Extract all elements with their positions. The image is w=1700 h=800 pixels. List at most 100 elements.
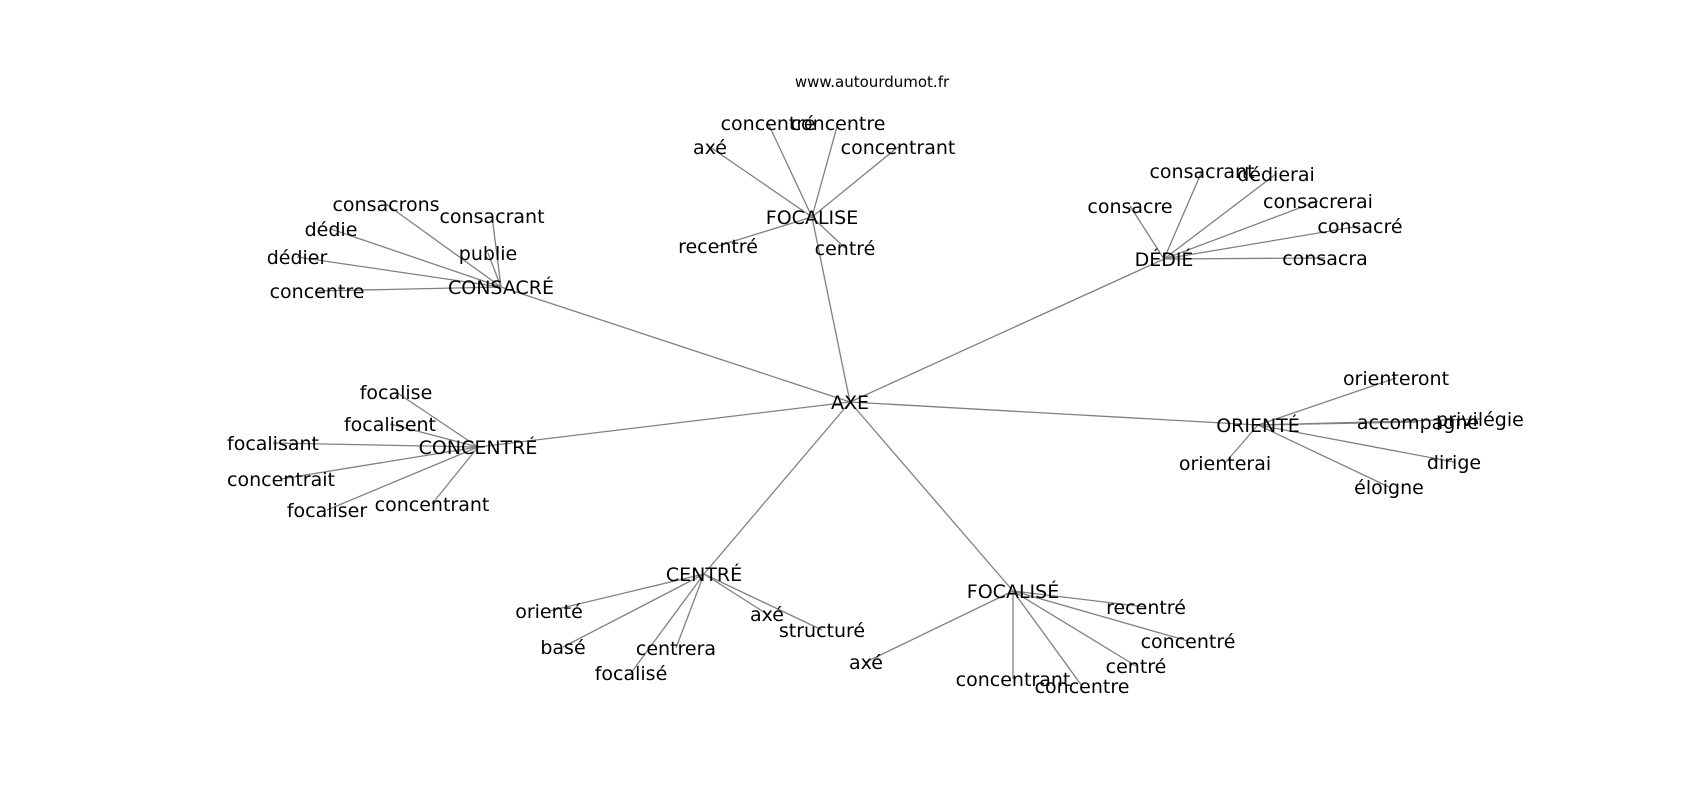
- leaf-node[interactable]: dédie: [305, 219, 358, 241]
- edge-focalise2-0: [1012, 590, 1147, 608]
- edge-center-focalise2: [849, 401, 1014, 592]
- edge-concentre-0: [395, 391, 479, 448]
- hub-node-dedie[interactable]: DÉDIÉ: [1135, 248, 1194, 271]
- leaf-node[interactable]: consacrons: [332, 194, 439, 216]
- leaf-node[interactable]: dédierai: [1237, 164, 1315, 186]
- edge-center-consacre: [500, 286, 851, 403]
- leaf-node[interactable]: centrera: [636, 638, 716, 660]
- leaf-node[interactable]: focaliser: [287, 500, 368, 522]
- hub-node-focalise[interactable]: FOCALISE: [766, 207, 858, 229]
- edge-centre-2: [703, 573, 823, 631]
- leaf-node[interactable]: recentré: [678, 236, 758, 258]
- leaf-node[interactable]: éloigne: [1354, 477, 1424, 499]
- leaf-node[interactable]: consacré: [1317, 216, 1402, 238]
- leaf-node[interactable]: accompagne: [1357, 412, 1479, 434]
- edge-oriente-0: [1257, 377, 1397, 426]
- leaf-node[interactable]: consacre: [1087, 196, 1172, 218]
- leaf-node[interactable]: concentre: [791, 113, 886, 135]
- edge-center-centre: [703, 401, 851, 575]
- edge-focalise-2: [709, 146, 813, 218]
- edge-concentre-1: [389, 423, 479, 448]
- edge-consacre-1: [491, 215, 502, 288]
- leaf-node[interactable]: concentrait: [227, 469, 335, 491]
- hub-node-consacre[interactable]: CONSACRÉ: [448, 276, 554, 299]
- leaf-node[interactable]: orienté: [515, 601, 583, 623]
- edge-consacre-0: [385, 203, 502, 288]
- leaf-node[interactable]: centré: [815, 238, 876, 260]
- edge-dedie-4: [1163, 225, 1361, 260]
- edge-concentre-3: [280, 446, 479, 480]
- leaf-node[interactable]: axé: [750, 604, 784, 626]
- leaf-node[interactable]: axé: [693, 137, 727, 159]
- leaf-node[interactable]: dédier: [267, 247, 328, 269]
- hub-node-concentre[interactable]: CONCENTRÉ: [419, 436, 538, 459]
- leaf-node[interactable]: orienteront: [1343, 368, 1449, 390]
- leaf-node[interactable]: orienterai: [1179, 453, 1271, 475]
- leaf-node[interactable]: focalisent: [344, 414, 436, 436]
- edges: [272, 122, 1481, 687]
- edge-consacre-4: [296, 256, 502, 288]
- leaf-node[interactable]: focalisé: [595, 663, 668, 685]
- edge-focalise-0: [767, 122, 813, 218]
- hub-node-oriente[interactable]: ORIENTÉ: [1216, 414, 1300, 437]
- leaf-node[interactable]: axé: [849, 652, 883, 674]
- edge-focalise-1: [811, 122, 839, 218]
- edge-center-focalise: [811, 216, 851, 403]
- edge-concentre-4: [326, 446, 479, 511]
- leaf-node[interactable]: centré: [1106, 656, 1167, 678]
- leaf-node[interactable]: consacrant: [439, 206, 544, 228]
- edge-centre-3: [562, 573, 705, 648]
- leaf-node[interactable]: structuré: [779, 620, 865, 642]
- leaf-node[interactable]: concentre: [1035, 676, 1130, 698]
- edge-focalise2-2: [1012, 590, 1137, 667]
- edge-consacre-5: [316, 286, 502, 292]
- edge-focalise2-5: [1012, 590, 1083, 687]
- edge-centre-5: [630, 573, 705, 674]
- leaf-node[interactable]: basé: [540, 637, 585, 659]
- edge-concentre-5: [431, 446, 479, 505]
- center-node[interactable]: AXE: [831, 392, 869, 414]
- leaf-node[interactable]: concentrant: [956, 669, 1071, 691]
- edge-oriente-2: [1257, 418, 1481, 426]
- leaf-node[interactable]: recentré: [1106, 597, 1186, 619]
- leaf-node[interactable]: focalise: [360, 382, 433, 404]
- edge-dedie-1: [1163, 173, 1277, 260]
- leaf-node[interactable]: concentré: [1141, 631, 1236, 653]
- edge-dedie-3: [1163, 200, 1319, 260]
- edge-concentre-2: [272, 442, 479, 448]
- leaf-node[interactable]: concentrant: [375, 494, 490, 516]
- leaf-node[interactable]: dirige: [1427, 452, 1481, 474]
- edge-center-dedie: [849, 258, 1165, 403]
- edge-dedie-2: [1129, 205, 1165, 260]
- edge-focalise-5: [811, 216, 846, 249]
- edge-focalise2-3: [865, 590, 1014, 663]
- leaf-node[interactable]: concentré: [721, 113, 816, 135]
- leaf-node[interactable]: focalisant: [227, 433, 319, 455]
- edge-oriente-3: [1224, 424, 1259, 464]
- edge-focalise2-1: [1012, 590, 1189, 642]
- leaf-node[interactable]: concentrant: [841, 137, 956, 159]
- edge-center-concentre: [477, 401, 851, 448]
- edge-centre-1: [703, 573, 768, 615]
- edge-center-oriente: [849, 401, 1259, 426]
- leaf-node[interactable]: consacrant: [1149, 161, 1254, 183]
- hub-node-centre[interactable]: CENTRÉ: [666, 563, 742, 586]
- edge-focalise-4: [717, 216, 813, 247]
- edge-centre-4: [675, 573, 705, 649]
- hub-node-focalise2[interactable]: FOCALISÉ: [967, 580, 1059, 603]
- edge-oriente-5: [1257, 424, 1390, 488]
- leaf-node[interactable]: consacra: [1282, 248, 1368, 270]
- edge-focalise-3: [811, 146, 899, 218]
- edge-dedie-0: [1163, 170, 1203, 260]
- leaf-node[interactable]: consacrerai: [1263, 191, 1373, 213]
- edge-centre-0: [548, 573, 705, 612]
- leaf-node[interactable]: concentre: [270, 281, 365, 303]
- site-watermark: www.autourdumot.fr: [795, 73, 950, 91]
- leaf-node[interactable]: privilégie: [1436, 409, 1524, 431]
- leaf-node[interactable]: publie: [459, 243, 517, 265]
- edge-consacre-3: [487, 252, 502, 288]
- edge-dedie-5: [1163, 257, 1326, 260]
- edge-oriente-4: [1257, 424, 1455, 463]
